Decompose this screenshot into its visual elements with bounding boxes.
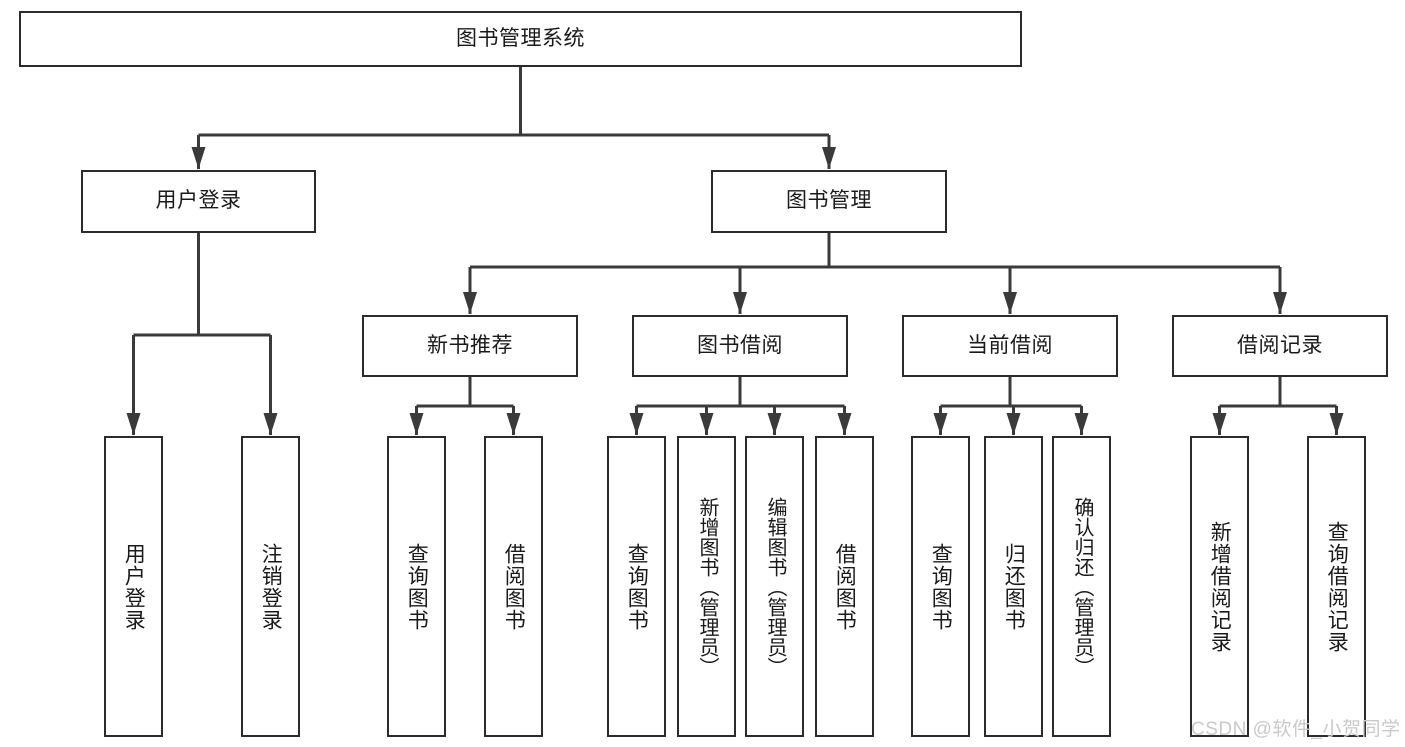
arrowhead-icon [699, 413, 714, 435]
arrowhead-icon [1074, 413, 1089, 435]
node-bookmgmt[interactable]: 图书管理 [711, 170, 947, 233]
arrowhead-icon [767, 413, 782, 435]
node-label: 新增图书（管理员） [696, 496, 718, 677]
node-leaf-bo-query[interactable]: 查询图书 [607, 436, 666, 737]
node-leaf-rc-query[interactable]: 查询借阅记录 [1307, 436, 1366, 737]
arrowhead-icon [191, 147, 206, 169]
node-label: 注销登录 [259, 542, 283, 631]
node-leaf-cu-query[interactable]: 查询图书 [911, 436, 970, 737]
node-leaf-user-logout[interactable]: 注销登录 [241, 436, 300, 737]
arrowhead-icon [263, 413, 278, 435]
node-leaf-user-login[interactable]: 用户登录 [104, 436, 163, 737]
node-label: 确认归还（管理员） [1071, 496, 1093, 677]
arrowhead-icon [1212, 413, 1227, 435]
node-leaf-nb-query[interactable]: 查询图书 [387, 436, 446, 737]
node-label: 新增借阅记录 [1208, 520, 1232, 653]
arrowhead-icon [1006, 413, 1021, 435]
node-label: 查询借阅记录 [1325, 520, 1349, 653]
node-leaf-bo-add[interactable]: 新增图书（管理员） [677, 436, 736, 737]
node-root[interactable]: 图书管理系统 [19, 11, 1022, 67]
node-leaf-cu-return[interactable]: 归还图书 [984, 436, 1043, 737]
node-leaf-cu-confirm[interactable]: 确认归还（管理员） [1052, 436, 1111, 737]
arrowhead-icon [837, 413, 852, 435]
arrowhead-icon [463, 292, 477, 314]
node-label: 查询图书 [625, 542, 649, 631]
node-label: 图书管理 [786, 189, 872, 213]
node-label: 图书借阅 [697, 333, 783, 357]
node-current[interactable]: 当前借阅 [902, 315, 1118, 377]
node-leaf-bo-borrow[interactable]: 借阅图书 [815, 436, 874, 737]
node-leaf-bo-edit[interactable]: 编辑图书（管理员） [745, 436, 804, 737]
arrowhead-icon [409, 413, 424, 435]
node-label: 借阅图书 [833, 542, 857, 631]
arrowhead-icon [933, 413, 948, 435]
arrowhead-icon [1329, 413, 1344, 435]
node-records[interactable]: 借阅记录 [1172, 315, 1388, 377]
node-label: 新书推荐 [427, 333, 513, 357]
node-label: 用户登录 [155, 189, 242, 213]
node-label: 借阅图书 [502, 542, 526, 631]
node-leaf-rc-add[interactable]: 新增借阅记录 [1190, 436, 1249, 737]
node-login[interactable]: 用户登录 [81, 170, 316, 233]
arrowhead-icon [822, 147, 836, 169]
node-label: 归还图书 [1002, 542, 1026, 631]
node-label: 借阅记录 [1237, 333, 1323, 357]
arrowhead-icon [1273, 292, 1287, 314]
arrowhead-icon [629, 413, 644, 435]
node-label: 编辑图书（管理员） [764, 496, 786, 677]
node-label: 查询图书 [405, 542, 429, 631]
node-label: 用户登录 [122, 542, 146, 631]
arrowhead-icon [1003, 292, 1017, 314]
arrowhead-icon [506, 413, 521, 435]
arrowhead-icon [126, 413, 141, 435]
node-leaf-nb-borrow[interactable]: 借阅图书 [484, 436, 543, 737]
arrowhead-icon [733, 292, 747, 314]
node-label: 查询图书 [929, 542, 953, 631]
node-label: 图书管理系统 [456, 26, 585, 50]
node-newbook[interactable]: 新书推荐 [362, 315, 578, 377]
node-label: 当前借阅 [967, 333, 1053, 357]
node-borrow[interactable]: 图书借阅 [632, 315, 848, 377]
